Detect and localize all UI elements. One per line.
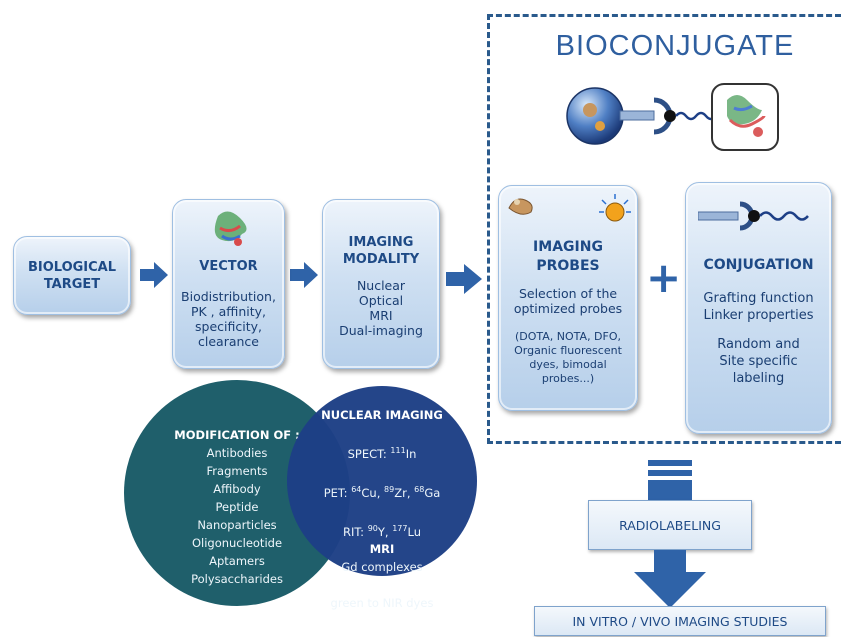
nuclear-imaging-title: NUCLEAR IMAGING — [321, 408, 443, 422]
imaging-modality-title: IMAGING MODALITY — [342, 235, 420, 267]
imaging-probes-title: IMAGING PROBES — [533, 239, 603, 274]
bioconjugate-illustration — [566, 83, 779, 151]
modification-title: MODIFICATION OF : — [174, 428, 300, 442]
linker-icon — [698, 201, 809, 231]
spect-line: SPECT: 111In — [347, 446, 417, 461]
imaging-studies-box: IN VITRO / VIVO IMAGING STUDIES — [534, 606, 826, 636]
optical-text: green to NIR dyes — [330, 596, 434, 611]
imaging-probes-examples: (DOTA, NOTA, DFO, Organic fluorescent dy… — [514, 330, 622, 385]
bioconjugate-region — [487, 14, 841, 444]
modification-item: Fragments — [206, 464, 268, 478]
vector-box: VECTOR Biodistribution, PK , affinity, s… — [172, 199, 285, 369]
imaging-modality-text: Nuclear Optical MRI Dual-imaging — [339, 278, 423, 338]
conjugation-box: CONJUGATION Grafting function Linker pro… — [685, 182, 832, 434]
radiolabeling-box: RADIOLABELING — [588, 500, 752, 550]
conjugation-text-grafting: Grafting function Linker properties — [703, 291, 814, 323]
imaging-probes-text: Selection of the optimized probes — [513, 286, 623, 316]
bioconjugate-title: BIOCONJUGATE — [555, 30, 795, 62]
biological-target-box: BIOLOGICAL TARGET — [13, 236, 131, 315]
vector-text: Biodistribution, PK , affinity, specific… — [181, 289, 276, 349]
fluorescent-bulb-icon — [599, 194, 631, 222]
conjugation-text-labeling: Random and Site specific labeling — [717, 337, 800, 386]
arrow-down-icon — [634, 550, 706, 608]
plus-sign: + — [646, 253, 682, 302]
modification-item: Nanoparticles — [197, 518, 277, 532]
mri-title: MRI — [369, 542, 395, 557]
imaging-probes-box: IMAGING PROBES Selection of the optimize… — [498, 185, 638, 411]
protein-structure-icon — [214, 211, 247, 246]
pet-line: PET: 64Cu, 89Zr, 68Ga — [323, 484, 441, 500]
striped-arrow-icon — [648, 460, 692, 500]
mri-text: Gd complexes — [341, 560, 423, 575]
arrow-right-icon — [446, 264, 482, 294]
rit-line: RIT: 90Y, 177Lu — [343, 523, 421, 539]
arrow-right-icon — [290, 262, 318, 288]
modification-item: Aptamers — [209, 554, 265, 568]
nuclear-imaging-circle: NUCLEAR IMAGING SPECT: 111In PET: 64Cu, … — [287, 386, 477, 610]
optical-title: OPTICAL — [354, 578, 410, 593]
modification-item: Polysaccharides — [191, 572, 283, 586]
conjugation-title: CONJUGATION — [703, 257, 814, 273]
vector-title: VECTOR — [199, 259, 258, 274]
modification-item: Oligonucleotide — [191, 536, 283, 550]
arrow-right-icon — [140, 262, 168, 288]
modification-item: Peptide — [215, 500, 259, 514]
biological-target-label: BIOLOGICAL TARGET — [27, 259, 117, 292]
imaging-modality-box: IMAGING MODALITY Nuclear Optical MRI Dua… — [322, 199, 440, 369]
modification-item: Antibodies — [206, 446, 268, 460]
probe-sphere-icon — [566, 87, 624, 145]
modification-item: Affibody — [213, 482, 261, 496]
probe-molecule-icon — [508, 198, 533, 215]
